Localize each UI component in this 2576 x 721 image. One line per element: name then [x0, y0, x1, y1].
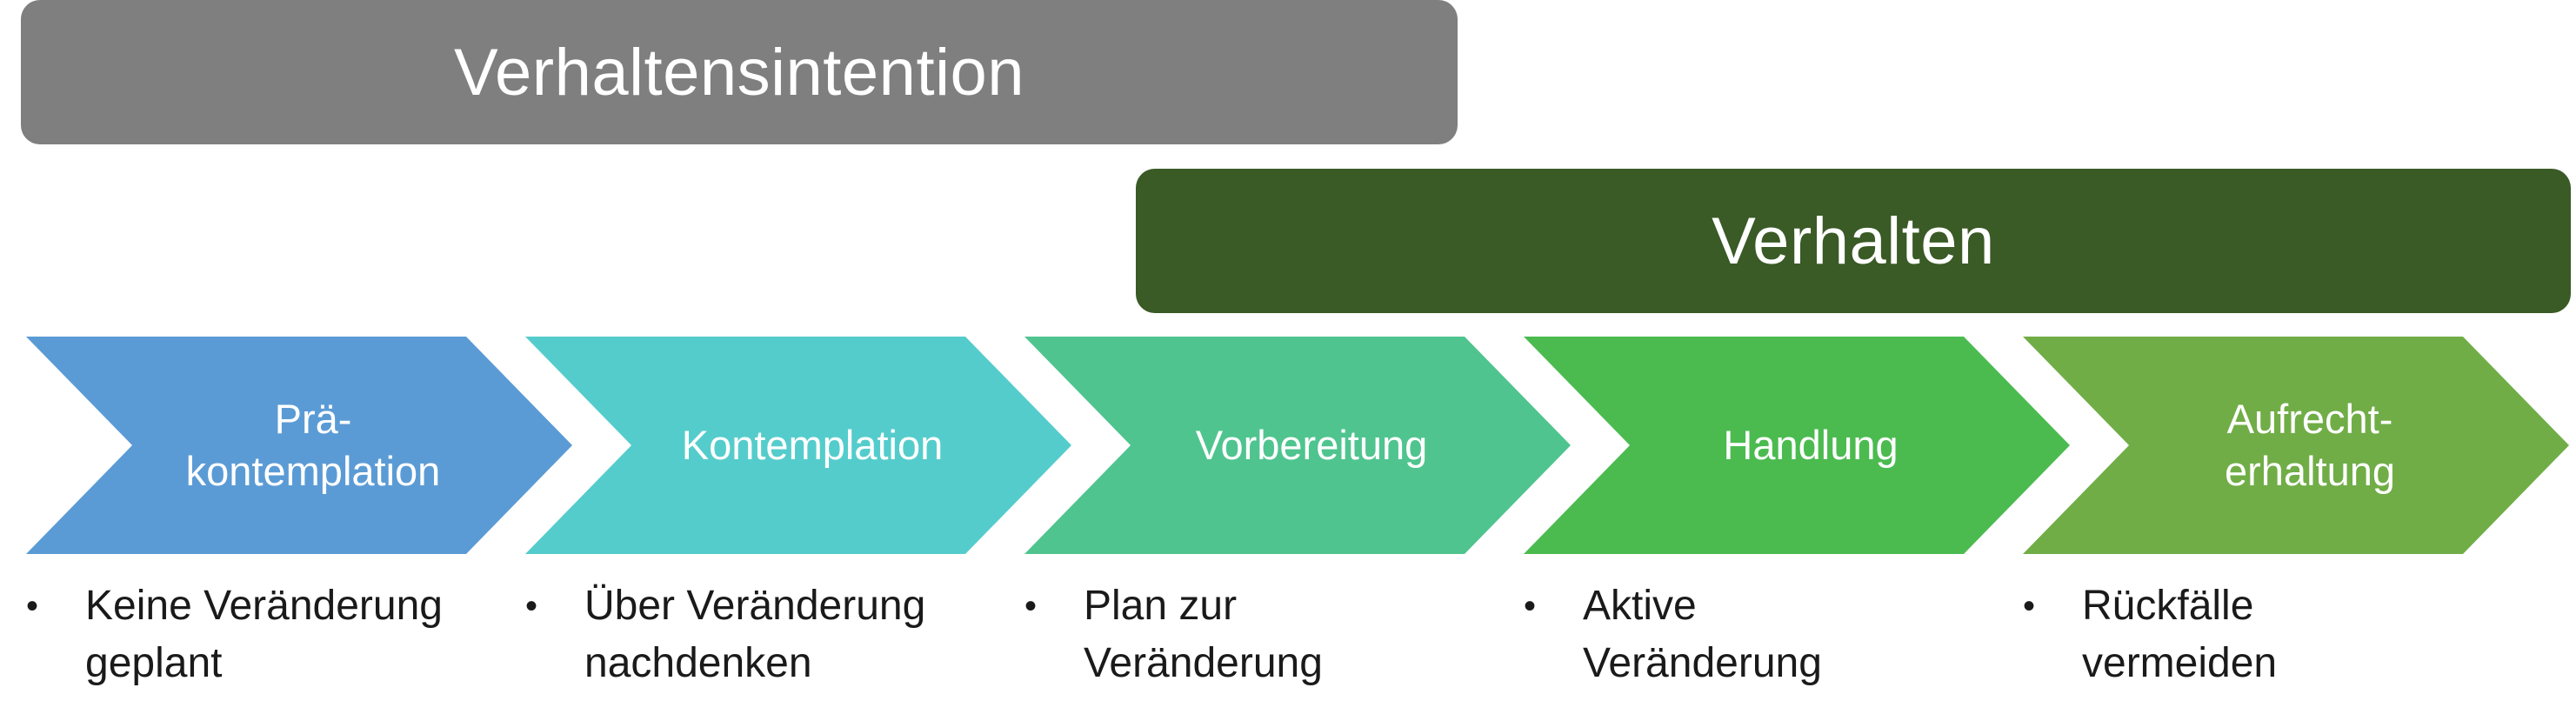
stage-bullet-contemplation: • Über Veränderung nachdenken: [525, 577, 1012, 692]
bullet-point: •: [1024, 587, 1038, 625]
chevron-shape: [1524, 337, 2070, 554]
stage-bullet-action: • Aktive Veränderung: [1524, 577, 2011, 692]
bullet-point: •: [26, 587, 39, 625]
stage-label: Handlung: [1723, 422, 1899, 468]
chevron-shape: [525, 337, 1071, 554]
stage-label: Aufrecht- erhaltung: [2225, 396, 2395, 494]
bullet-text: Über Veränderung nachdenken: [584, 583, 926, 686]
behavior-label: Verhalten: [1712, 204, 1995, 278]
stage-chevron-precontemplation: Prä- kontemplation: [26, 337, 572, 554]
bullet-text: Rückfälle vermeiden: [2082, 583, 2278, 686]
chevron-shape: [1024, 337, 1571, 554]
bullet-point: •: [2023, 587, 2036, 625]
bullet-text: Plan zur Veränderung: [1084, 583, 1323, 686]
behavior-intention-banner: Verhaltensintention: [21, 0, 1458, 144]
stage-chevron-contemplation: Kontemplation: [525, 337, 1071, 554]
chevron-shape: [26, 337, 572, 554]
stage-chevron-preparation: Vorbereitung: [1024, 337, 1571, 554]
bullet-text: Aktive Veränderung: [1583, 583, 1822, 686]
behavior-banner: Verhalten: [1136, 169, 2571, 313]
behavior-intention-label: Verhaltensintention: [454, 35, 1024, 110]
stage-label: Prä- kontemplation: [185, 396, 441, 494]
chevron-shape: [2023, 337, 2569, 554]
stage-bullet-maintenance: • Rückfälle vermeiden: [2023, 577, 2510, 692]
bullet-point: •: [525, 587, 538, 625]
stage-label: Vorbereitung: [1195, 422, 1428, 468]
bullet-text: Keine Veränderung geplant: [85, 583, 443, 686]
stage-bullet-preparation: • Plan zur Veränderung: [1024, 577, 1512, 692]
stage-label: Kontemplation: [681, 422, 944, 468]
stage-chevron-action: Handlung: [1524, 337, 2070, 554]
stage-chevron-maintenance: Aufrecht- erhaltung: [2023, 337, 2569, 554]
stage-bullet-precontemplation: • Keine Veränderung geplant: [26, 577, 513, 692]
bullet-point: •: [1524, 587, 1537, 625]
